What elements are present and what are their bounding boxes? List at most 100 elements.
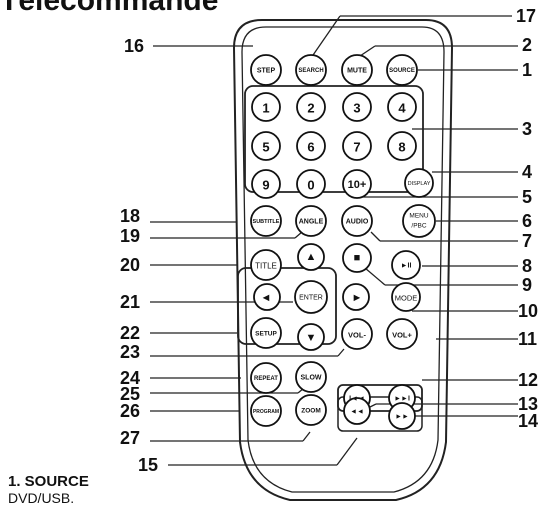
number-2-button[interactable] (296, 92, 326, 122)
vol-plus-button[interactable] (386, 318, 418, 350)
slow-button[interactable] (295, 361, 327, 393)
scan-group-frame (337, 396, 423, 432)
number-4-label: 4 (398, 101, 406, 116)
program-button[interactable] (250, 395, 282, 427)
number-3-button[interactable] (342, 92, 372, 122)
callout-25: 25 (120, 384, 140, 404)
enter-button[interactable] (294, 280, 328, 314)
callout-9: 9 (522, 275, 532, 295)
play-pause-icon: ►II (401, 263, 412, 270)
callout-1: 1 (522, 60, 532, 80)
number-pad-frame (244, 85, 424, 193)
callout-2: 2 (522, 35, 532, 55)
callout-5: 5 (522, 187, 532, 207)
vol-minus-label: VOL- (348, 331, 366, 340)
slow-label: SLOW (301, 375, 322, 382)
mute-button[interactable] (341, 54, 373, 86)
enter-label: ENTER (299, 295, 323, 302)
menu-pbc-button[interactable] (402, 204, 436, 238)
callout-14: 14 (518, 411, 538, 431)
mute-label: MUTE (347, 68, 367, 75)
search-label: SEARCH (298, 68, 323, 74)
callout-15: 15 (138, 455, 158, 475)
callout-23: 23 (120, 342, 140, 362)
angle-button[interactable] (295, 205, 327, 237)
callout-22: 22 (120, 323, 140, 343)
number-7-button[interactable] (342, 131, 372, 161)
number-6-button[interactable] (296, 131, 326, 161)
angle-label: ANGLE (299, 219, 324, 226)
callout-7: 7 (522, 231, 532, 251)
callout-11: 11 (518, 329, 537, 349)
callout-27: 27 (120, 428, 140, 448)
search-button[interactable] (295, 54, 327, 86)
callout-17: 17 (516, 6, 536, 26)
callout-12: 12 (518, 370, 538, 390)
remote-body-outline (232, 19, 454, 501)
callout-18: 18 (120, 206, 140, 226)
caption-text: DVD/USB. (8, 490, 75, 506)
left-arrow-icon: ◄ (261, 292, 272, 304)
callout-10: 10 (518, 301, 538, 321)
up-button[interactable] (297, 243, 325, 271)
next-icon: ►►I (394, 396, 410, 403)
leader-lines (150, 15, 518, 466)
left-button[interactable] (253, 283, 281, 311)
rewind-icon: ◄◄ (350, 409, 364, 416)
step-button[interactable] (250, 54, 282, 86)
down-button[interactable] (297, 323, 325, 351)
down-arrow-icon: ▼ (306, 332, 317, 344)
number-0-label: 0 (307, 178, 314, 193)
callout-16: 16 (124, 36, 144, 56)
repeat-button[interactable] (250, 362, 282, 394)
callout-4: 4 (522, 162, 532, 182)
rewind-button[interactable] (343, 397, 371, 425)
title-label: TITLE (255, 262, 277, 271)
vol-plus-label: VOL+ (392, 331, 412, 340)
display-button[interactable] (404, 168, 434, 198)
number-1-label: 1 (262, 101, 269, 116)
right-button[interactable] (342, 283, 370, 311)
zoom-label: ZOOM (301, 408, 321, 415)
number-5-button[interactable] (251, 131, 281, 161)
title-button[interactable] (250, 249, 282, 281)
forward-button[interactable] (388, 402, 416, 430)
callout-6: 6 (522, 211, 532, 231)
caption-heading: 1. SOURCE (8, 473, 89, 490)
step-label: STEP (257, 68, 276, 75)
number-10-plus-button[interactable] (342, 169, 372, 199)
number-0-button[interactable] (296, 169, 326, 199)
callout-13: 13 (518, 394, 538, 414)
mode-button[interactable] (391, 282, 421, 312)
subtitle-button[interactable] (250, 205, 282, 237)
audio-label: AUDIO (346, 219, 369, 226)
number-9-button[interactable] (251, 169, 281, 199)
audio-button[interactable] (341, 205, 373, 237)
number-6-label: 6 (307, 140, 314, 155)
page-title: Télécommande (0, 0, 219, 17)
number-2-label: 2 (307, 101, 314, 116)
repeat-label: REPEAT (254, 376, 278, 382)
number-7-label: 7 (353, 140, 360, 155)
source-button[interactable] (386, 54, 418, 86)
right-arrow-icon: ► (352, 292, 363, 304)
number-5-label: 5 (262, 140, 269, 155)
setup-button[interactable] (250, 317, 282, 349)
program-label: PROGRAM (253, 409, 279, 415)
zoom-button[interactable] (295, 394, 327, 426)
subtitle-label: SUBTITLE (253, 219, 280, 225)
number-4-button[interactable] (387, 92, 417, 122)
callout-20: 20 (120, 255, 140, 275)
number-1-button[interactable] (251, 92, 281, 122)
stop-button[interactable] (342, 243, 372, 273)
number-3-label: 3 (353, 101, 360, 116)
callout-26: 26 (120, 401, 140, 421)
navigation-pad-frame (237, 267, 337, 345)
up-arrow-icon: ▲ (306, 251, 317, 263)
callout-24: 24 (120, 368, 140, 388)
vol-minus-button[interactable] (341, 318, 373, 350)
number-8-button[interactable] (387, 131, 417, 161)
play-pause-button[interactable] (391, 250, 421, 280)
pbc-label: /PBC (411, 223, 426, 230)
